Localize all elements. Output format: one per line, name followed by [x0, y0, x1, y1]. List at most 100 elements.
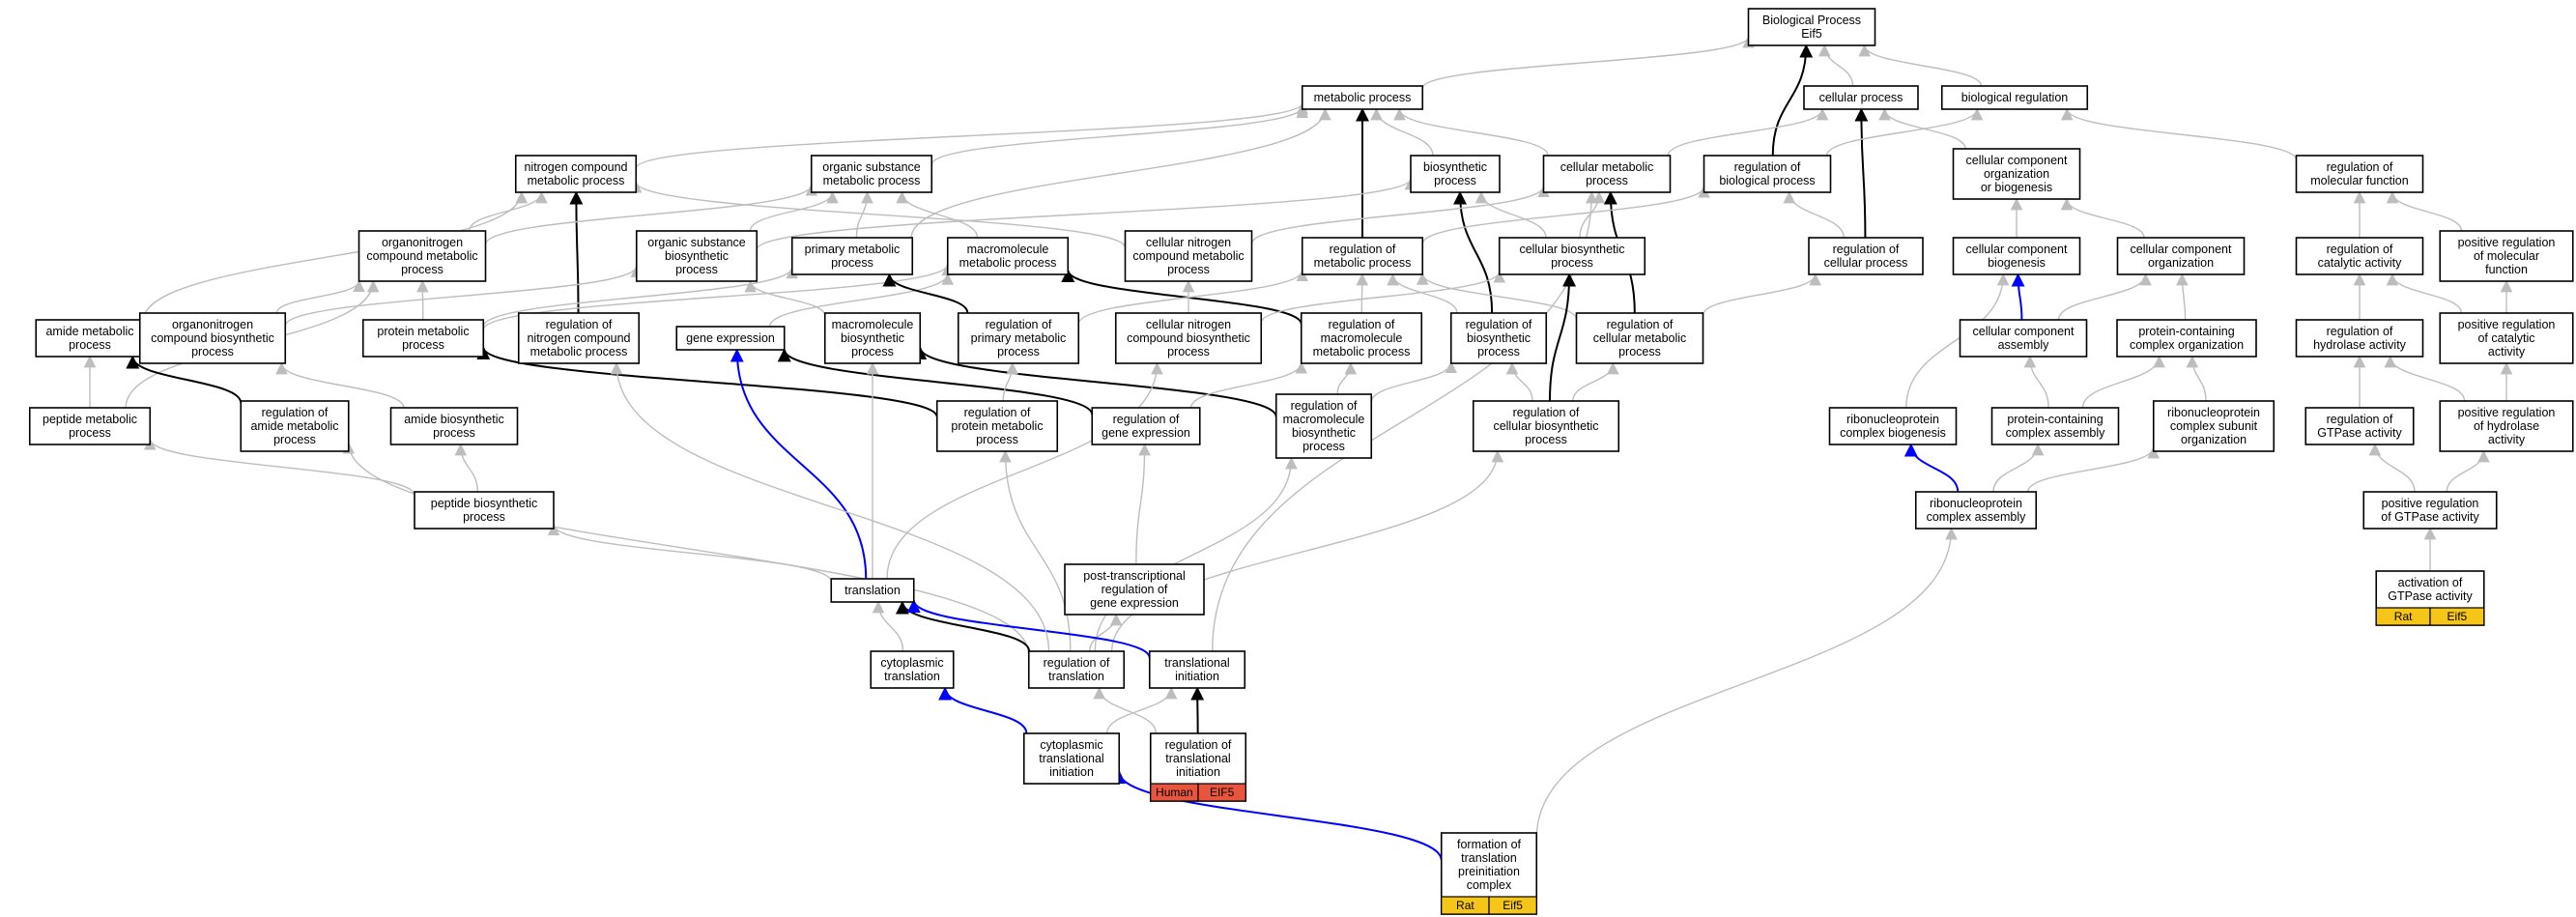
node-label-line: biosynthetic — [665, 249, 729, 263]
node-label-line: biosynthetic — [1423, 160, 1487, 174]
node-label-line: regulation of — [964, 406, 1031, 419]
go-term-node[interactable]: biological regulation — [1940, 85, 2089, 110]
node-label-line: complex subunit — [2170, 419, 2258, 433]
go-term-node[interactable]: regulation oftranslationalinitiationHuma… — [1149, 732, 1247, 802]
node-label-line: function — [2485, 263, 2528, 276]
node-label-line: amide metabolic — [250, 419, 338, 433]
go-term-node[interactable]: regulation ofmacromoleculebiosyntheticpr… — [1274, 393, 1373, 459]
node-label-line: translation — [844, 584, 901, 597]
node-box — [1124, 230, 1253, 282]
go-term-node[interactable]: metabolic process — [1301, 85, 1424, 110]
is-a-edge-gray — [1250, 185, 1550, 244]
node-box — [1990, 407, 2120, 445]
node-box — [790, 237, 914, 275]
go-term-node[interactable]: formation oftranslationpreinitiationcomp… — [1440, 832, 1538, 915]
node-label-line: activity — [2488, 345, 2526, 358]
node-label-line: compound biosynthetic — [151, 331, 274, 345]
node-box — [2295, 155, 2424, 193]
node-box — [2116, 237, 2246, 275]
go-term-node[interactable]: translation — [830, 578, 915, 603]
node-label-line: process — [433, 426, 475, 440]
node-label-line: process — [401, 263, 444, 276]
node-label-line: protein metabolic — [377, 325, 469, 338]
is-a-edge-black — [569, 190, 584, 314]
is-a-edge-gray — [2384, 355, 2466, 402]
node-label-line: regulation of — [262, 406, 329, 419]
species-tag-cell — [1197, 783, 1246, 802]
node-label-line: cytoplasmic — [1040, 738, 1102, 752]
node-label-line: organization — [1984, 167, 2049, 181]
go-term-node[interactable]: gene expression — [675, 326, 786, 351]
node-box — [1952, 237, 2081, 275]
node-label-line: activity — [2488, 433, 2526, 446]
node-label-line: of molecular — [2474, 249, 2539, 263]
is-a-edge-gray — [2446, 449, 2490, 493]
is-a-edge-gray — [1106, 686, 1178, 734]
node-label-line: GTPase activity — [2388, 589, 2473, 603]
is-a-edge-blue — [938, 686, 1028, 734]
is-a-edge-gray — [2027, 445, 2160, 493]
node-label-line: regulation of — [1291, 399, 1358, 413]
node-label-line: protein metabolic — [951, 419, 1043, 433]
go-term-node[interactable]: cellular process — [1803, 85, 1919, 110]
node-box — [1301, 85, 1424, 110]
node-box — [1148, 650, 1246, 689]
node-label-line: ribonucleoprotein — [1930, 497, 2022, 510]
node-label-line: process — [463, 510, 505, 524]
